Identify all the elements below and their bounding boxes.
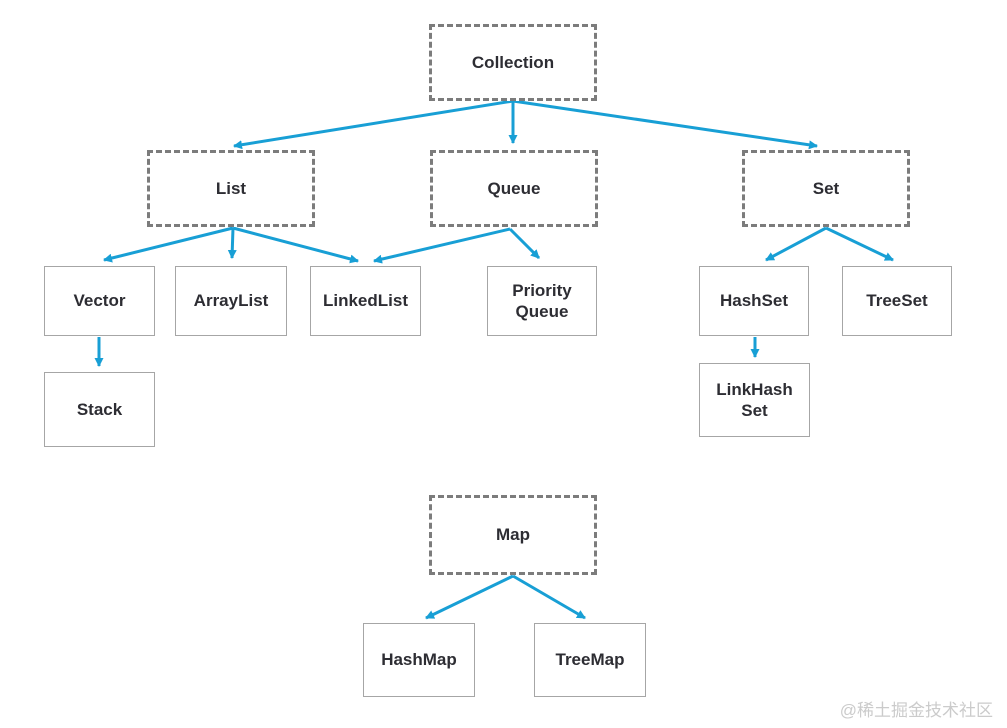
node-hashmap-label: HashMap	[381, 650, 457, 670]
node-treemap: TreeMap	[534, 623, 646, 697]
edge-list-linkedlist	[232, 226, 359, 264]
node-hashset: HashSet	[699, 266, 809, 336]
node-arraylist-label: ArrayList	[193, 291, 269, 311]
node-set: Set	[742, 150, 910, 227]
node-linkhashset-label: LinkHash Set	[716, 379, 793, 420]
edge-set-hashset	[765, 226, 827, 262]
edge-queue-linkedlist	[373, 227, 511, 264]
node-stack-label: Stack	[76, 399, 123, 419]
node-arraylist: ArrayList	[175, 266, 287, 336]
edge-set-treeset	[825, 226, 894, 262]
node-linkedlist: LinkedList	[310, 266, 421, 336]
node-treemap-label: TreeMap	[555, 650, 625, 670]
node-hashmap: HashMap	[363, 623, 475, 697]
node-linkedlist-label: LinkedList	[322, 291, 408, 311]
edge-list-arraylist	[227, 227, 237, 259]
node-vector-label: Vector	[73, 291, 126, 311]
node-stack: Stack	[44, 372, 155, 447]
node-list: List	[147, 150, 315, 227]
node-linkhashset: LinkHash Set	[699, 363, 810, 437]
node-vector: Vector	[44, 266, 155, 336]
node-list-label: List	[215, 178, 247, 198]
node-queue: Queue	[430, 150, 598, 227]
watermark: @稀土掘金技术社区	[839, 701, 993, 720]
node-priorityqueue-label: Priority Queue	[512, 280, 572, 321]
edge-collection-list	[233, 99, 514, 150]
node-priorityqueue: Priority Queue	[487, 266, 597, 336]
edge-list-vector	[103, 226, 234, 263]
node-treeset-label: TreeSet	[866, 291, 928, 311]
node-map: Map	[429, 495, 597, 575]
node-collection-label: Collection	[471, 52, 555, 72]
node-collection: Collection	[429, 24, 597, 101]
node-hashset-label: HashSet	[719, 291, 789, 311]
edge-collection-set	[512, 99, 818, 150]
node-set-label: Set	[812, 178, 840, 198]
node-map-label: Map	[496, 525, 530, 545]
edge-queue-priorityqueue	[508, 227, 541, 260]
node-treeset: TreeSet	[842, 266, 952, 336]
node-queue-label: Queue	[487, 178, 541, 198]
edge-map-hashmap	[425, 574, 514, 620]
edge-map-treemap	[512, 574, 586, 620]
